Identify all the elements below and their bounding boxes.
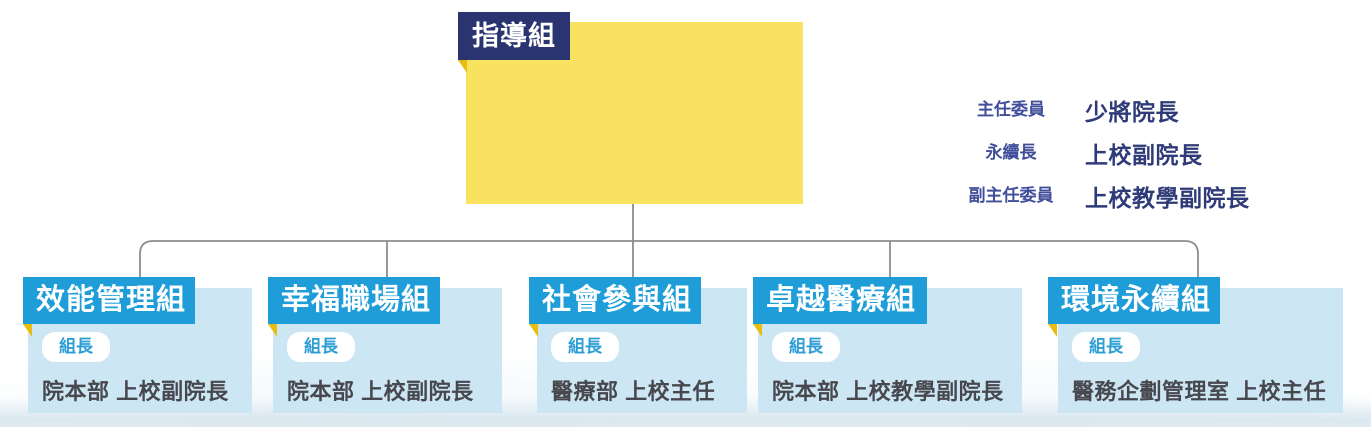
group-3-title: 社會參與組 [529,277,701,324]
fold-decoration [1048,324,1057,337]
person-title: 院本部 上校教學副院長 [772,379,1004,404]
person-title: 院本部 上校副院長 [287,379,474,404]
group-5-title: 環境永續組 [1048,277,1220,324]
role-badge: 組長 [1072,332,1140,362]
group-2-title: 幸福職場組 [268,277,440,324]
role-badge: 組長 [772,332,840,362]
person-title: 上校教學副院長 [1085,184,1250,211]
group-4-title: 卓越醫療組 [753,277,927,324]
fold-decoration [23,324,32,337]
group-1-title: 效能管理組 [23,277,195,324]
person-title: 上校副院長 [1085,141,1203,168]
member-row: 主任委員 少將院長 [948,94,1250,125]
member-row: 永續長 上校副院長 [948,137,1250,168]
root-member-rows: 主任委員 少將院長 永續長 上校副院長 副主任委員 上校教學副院長 [948,94,1250,211]
group-3-content: 組長 醫療部 上校主任 [551,332,715,406]
group-4-content: 組長 院本部 上校教學副院長 [772,332,1004,406]
root-group-title: 指導組 [458,12,570,60]
person-title: 少將院長 [1085,98,1179,125]
person-title: 院本部 上校副院長 [42,379,229,404]
fold-decoration [458,60,467,73]
group-5-content: 組長 醫務企劃管理室 上校主任 [1072,332,1326,406]
role-badge: 組長 [42,332,110,362]
group-2-content: 組長 院本部 上校副院長 [287,332,474,406]
role-badge: 主任委員 [948,94,1074,125]
fold-decoration [753,324,762,337]
member-row: 副主任委員 上校教學副院長 [948,180,1250,211]
person-title: 醫務企劃管理室 上校主任 [1072,379,1327,404]
fold-decoration [529,324,538,337]
person-title: 醫療部 上校主任 [551,379,716,404]
role-badge: 副主任委員 [948,180,1074,211]
role-badge: 永續長 [948,137,1074,168]
role-badge: 組長 [287,332,355,362]
group-1-content: 組長 院本部 上校副院長 [42,332,229,406]
role-badge: 組長 [551,332,619,362]
fold-decoration [268,324,277,337]
